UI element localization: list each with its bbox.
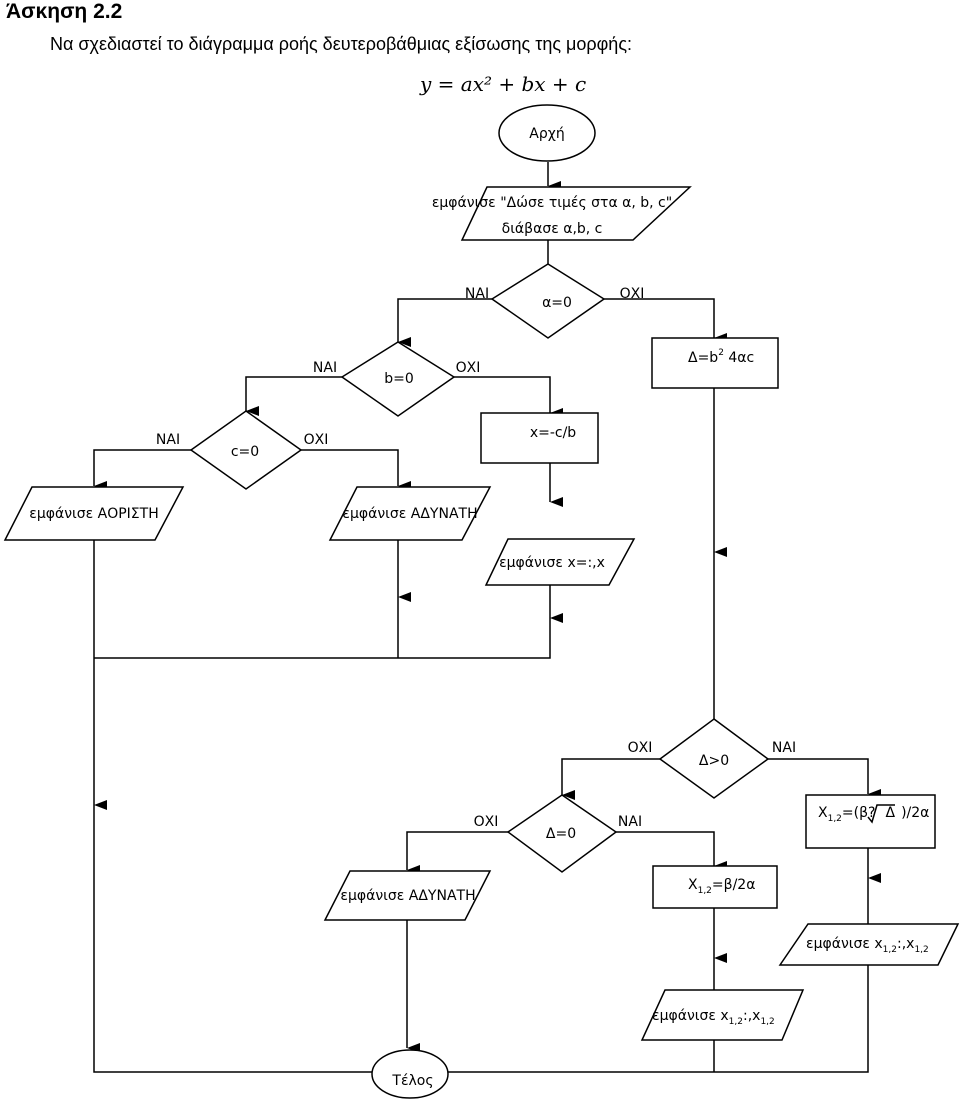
cond-b-yes-label: ΝΑΙ bbox=[313, 360, 337, 376]
out-adynati-2-node: εμφάνισε ΑΔΥΝΑΤΗ bbox=[323, 870, 492, 921]
cond-delta-pos-node: Δ>0 ΟΧΙ ΝΑΙ bbox=[628, 718, 796, 799]
input-node: εμφάνισε "Δώσε τιμές στα α, b, c" διάβασ… bbox=[432, 186, 692, 241]
exercise-description: Να σχεδιαστεί το διάγραμμα ροής δευτεροβ… bbox=[50, 34, 632, 54]
delta-calc-node: Δ=b2 4αc bbox=[651, 337, 779, 389]
out-x12-one-label: εμφάνισε x1,2:,x1,2 bbox=[652, 1008, 775, 1027]
out-adynati-1-node: εμφάνισε ΑΔΥΝΑΤΗ bbox=[328, 486, 492, 541]
input-read-label: διάβασε α,b, c bbox=[502, 221, 603, 237]
x12-two-roots-label: X1,2=(β?Δ)/2α bbox=[818, 805, 929, 824]
x12-two-roots-node: X1,2=(β?Δ)/2α bbox=[805, 794, 936, 849]
input-prompt-label: εμφάνισε "Δώσε τιμές στα α, b, c" bbox=[432, 195, 672, 211]
edge-c-no bbox=[301, 449, 411, 491]
out-adynati-1-label: εμφάνισε ΑΔΥΝΑΤΗ bbox=[342, 506, 477, 522]
out-aoristi-node: εμφάνισε ΑΟΡΙΣΤΗ bbox=[3, 486, 185, 541]
edge-b-yes bbox=[245, 376, 342, 416]
x12-one-root-node: X1,2=β/2α bbox=[652, 865, 778, 909]
cond-delta-pos-yes-label: ΝΑΙ bbox=[772, 740, 796, 756]
cond-delta-zero-label: Δ=0 bbox=[546, 826, 576, 842]
cond-b-no-label: ΟΧΙ bbox=[456, 360, 481, 376]
x12-one-root-label: X1,2=β/2α bbox=[688, 877, 755, 896]
edge-dpos-no bbox=[561, 758, 660, 800]
end-label: Τέλος bbox=[391, 1073, 433, 1089]
cond-c-node: c=0 ΝΑΙ ΟΧΙ bbox=[156, 410, 329, 490]
edge-dzero-yes bbox=[616, 831, 727, 871]
out-x12-two-label: εμφάνισε x1,2:,x1,2 bbox=[806, 936, 929, 955]
cond-delta-pos-label: Δ>0 bbox=[699, 753, 729, 769]
edge-a-no bbox=[604, 298, 727, 343]
sqrt-icon bbox=[867, 804, 895, 824]
start-node: Αρχή bbox=[498, 104, 596, 162]
cond-delta-zero-no-label: ΟΧΙ bbox=[474, 814, 499, 830]
edge-merge-left bbox=[94, 618, 551, 659]
out-aoristi-label: εμφάνισε ΑΟΡΙΣΤΗ bbox=[29, 506, 158, 522]
exercise-title: Άσκηση 2.2 bbox=[6, 0, 123, 23]
edge-c-yes bbox=[93, 449, 191, 491]
flow-edges bbox=[93, 162, 881, 1073]
cond-delta-pos-no-label: ΟΧΙ bbox=[628, 740, 653, 756]
edge-b-no bbox=[454, 376, 563, 418]
cond-a-yes-label: ΝΑΙ bbox=[465, 286, 489, 302]
cond-c-yes-label: ΝΑΙ bbox=[156, 432, 180, 448]
cond-a-label: α=0 bbox=[542, 295, 572, 311]
out-x12-two-node: εμφάνισε x1,2:,x1,2 bbox=[778, 923, 960, 966]
start-label: Αρχή bbox=[529, 126, 564, 142]
edge-dpos-yes bbox=[768, 758, 881, 799]
cond-b-node: b=0 ΝΑΙ ΟΧΙ bbox=[313, 341, 481, 417]
x-calc-label: x=-c/b bbox=[530, 425, 576, 441]
cond-c-label: c=0 bbox=[231, 444, 259, 460]
edge-right-to-end bbox=[446, 965, 869, 1073]
edge-left-to-end bbox=[93, 805, 372, 1073]
edge-dzero-no bbox=[406, 831, 508, 875]
end-node: Τέλος bbox=[371, 1049, 449, 1099]
out-x-node: εμφάνισε x=:,x bbox=[484, 538, 636, 586]
cond-c-no-label: ΟΧΙ bbox=[304, 432, 329, 448]
x-calc-node: x=-c/b bbox=[480, 412, 599, 464]
delta-calc-label: Δ=b2 4αc bbox=[688, 348, 754, 366]
cond-b-label: b=0 bbox=[384, 371, 414, 387]
out-adynati-2-label: εμφάνισε ΑΔΥΝΑΤΗ bbox=[340, 888, 475, 904]
cond-a-no-label: ΟΧΙ bbox=[620, 286, 645, 302]
edge-a-yes bbox=[397, 298, 492, 347]
cond-a-node: α=0 ΝΑΙ ΟΧΙ bbox=[465, 263, 645, 339]
cond-delta-zero-yes-label: ΝΑΙ bbox=[618, 814, 642, 830]
cond-delta-zero-node: Δ=0 ΟΧΙ ΝΑΙ bbox=[474, 794, 642, 873]
out-x12-one-node: εμφάνισε x1,2:,x1,2 bbox=[640, 989, 805, 1041]
out-x-label: εμφάνισε x=:,x bbox=[499, 555, 605, 571]
equation: y = ax² + bx + c bbox=[420, 72, 587, 96]
